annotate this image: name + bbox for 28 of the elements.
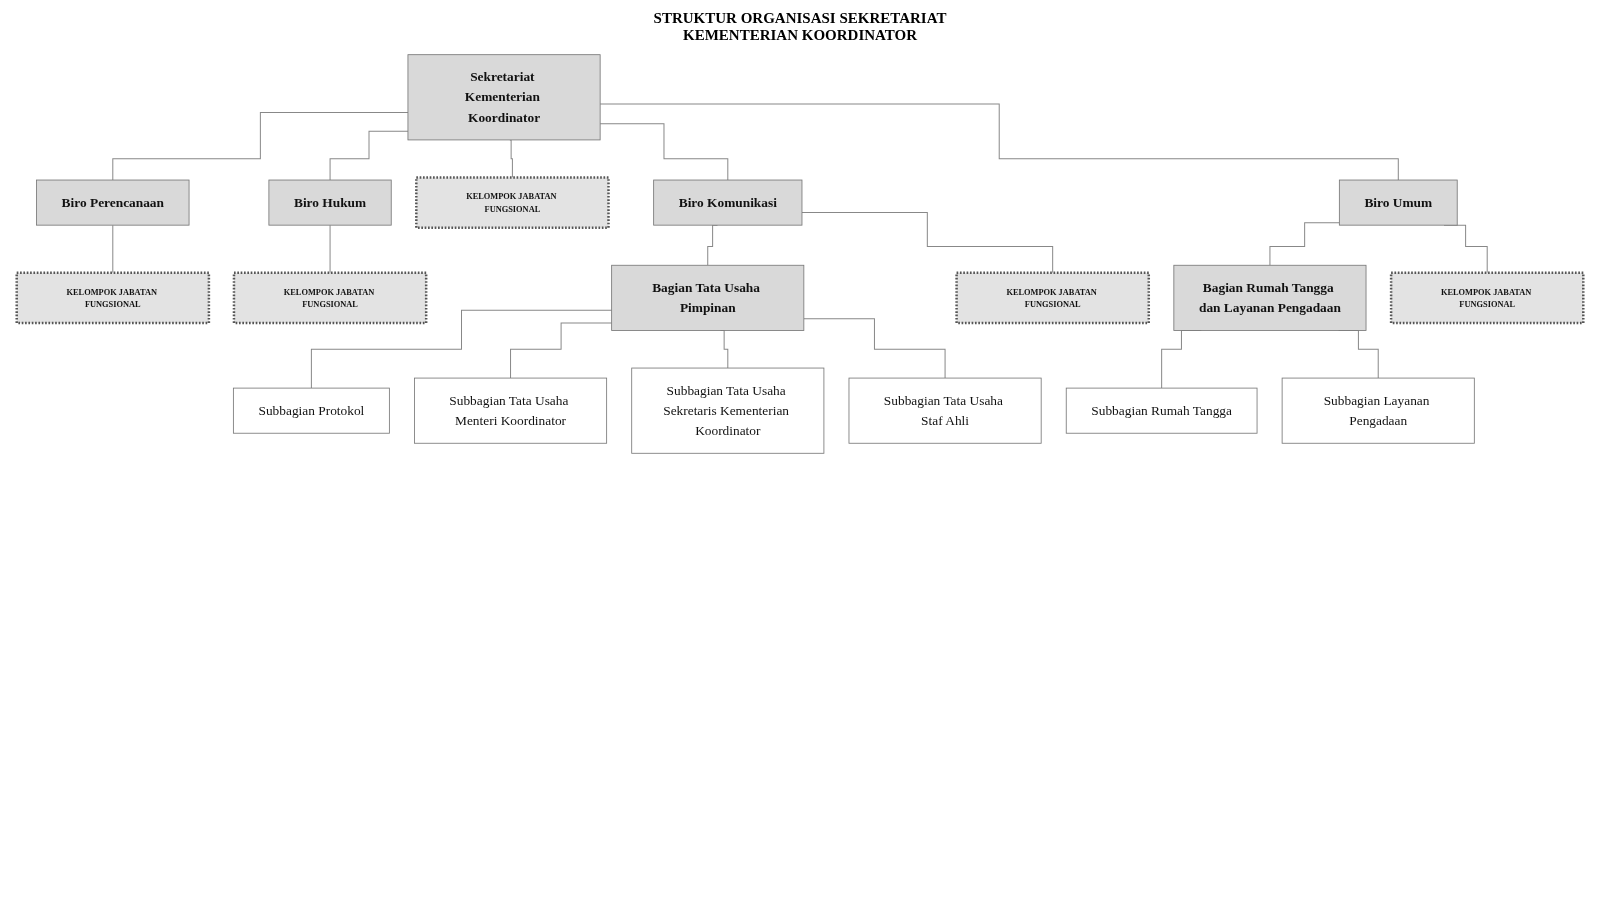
connector [599, 103, 1399, 181]
node-box: Biro Hukum [268, 179, 392, 226]
chart-title: STRUKTUR ORGANISASI SEKRETARIAT KEMENTERIAN KOORDINATOR [652, 10, 948, 44]
node-box: KELOMPOK JABATAN FUNGSIONAL [955, 271, 1151, 325]
node-box: KELOMPOK JABATAN FUNGSIONAL [415, 176, 610, 229]
connector [310, 309, 613, 389]
node-box: KELOMPOK JABATAN FUNGSIONAL [1389, 271, 1585, 325]
node-box: Biro Umum [1338, 179, 1458, 226]
connector [803, 318, 946, 379]
node-box: KELOMPOK JABATAN FUNGSIONAL [232, 271, 428, 325]
connector [112, 111, 409, 181]
connector [509, 139, 513, 178]
connector [599, 123, 729, 181]
connector [1269, 222, 1340, 266]
node-box: Subbagian Tata Usaha Menteri Koordinator [414, 377, 608, 444]
connector [329, 130, 409, 181]
node-box: Biro Perencanaan [36, 179, 190, 226]
node-box: Subbagian Layanan Pengadaan [1281, 377, 1475, 444]
node-box: Bagian Tata Usaha Pimpinan [611, 264, 805, 331]
node-box: Bagian Rumah Tangga dan Layanan Pengadaan [1173, 264, 1367, 331]
node-box: Subbagian Tata Usaha Staf Ahli [848, 377, 1042, 444]
connector [510, 322, 613, 379]
node-box: Subbagian Protokol [232, 387, 390, 434]
node-box: KELOMPOK JABATAN FUNGSIONAL [15, 271, 211, 325]
node-box: Sekretariat Kementerian Koordinator [407, 54, 601, 141]
node-box: Subbagian Rumah Tangga [1065, 387, 1258, 434]
node-box: Subbagian Tata Usaha Sekretaris Kementerian Koordinator [631, 367, 825, 454]
node-box: Biro Komunikasi [653, 179, 803, 226]
